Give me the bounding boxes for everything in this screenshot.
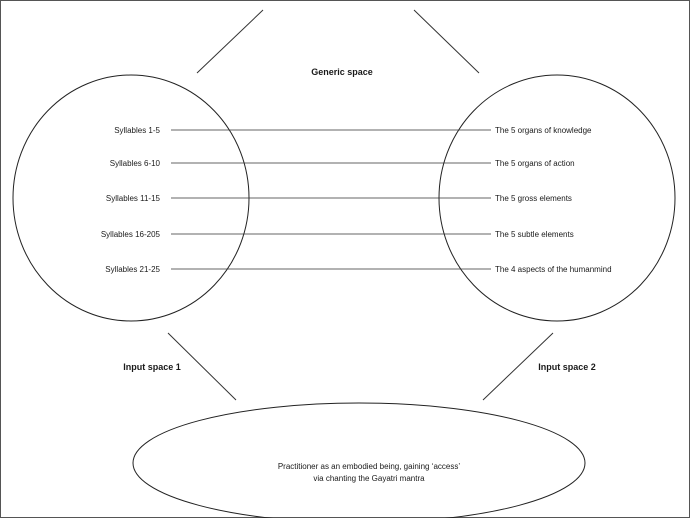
blended-space-ellipse (132, 402, 586, 518)
left-item-label: Syllables 6-10 (110, 159, 161, 168)
left-item-label: Syllables 11-15 (106, 194, 161, 203)
generic-space-label: Generic space (311, 67, 373, 77)
mapping-row: Syllables 11-15 The 5 gross elements (106, 194, 572, 203)
blend-connector-left (167, 332, 237, 401)
right-item-label: The 5 organs of action (495, 159, 575, 168)
mapping-row: Syllables 6-10 The 5 organs of action (110, 159, 575, 168)
mapping-row: Syllables 21-25 The 4 aspects of the hum… (105, 265, 611, 274)
mapping-row: Syllables 16-205 The 5 subtle elements (101, 230, 574, 239)
right-item-label: The 5 organs of knowledge (495, 126, 592, 135)
left-item-label: Syllables 21-25 (105, 265, 160, 274)
input-space-2-label: Input space 2 (538, 362, 596, 372)
right-item-label: The 5 subtle elements (495, 230, 574, 239)
mapping-row: Syllables 1-5 The 5 organs of knowledge (114, 126, 592, 135)
generic-connector-right (413, 9, 480, 74)
left-item-label: Syllables 1-5 (114, 126, 160, 135)
right-item-label: The 4 aspects of the humanmind (495, 265, 612, 274)
input-space-1-label: Input space 1 (123, 362, 181, 372)
blend-description-line-1: Practitioner as an embodied being, gaini… (278, 462, 461, 471)
generic-connector-left (196, 9, 264, 74)
left-item-label: Syllables 16-205 (101, 230, 161, 239)
blend-description-line-2: via chanting the Gayatri mantra (313, 474, 425, 483)
right-item-label: The 5 gross elements (495, 194, 572, 203)
blend-connector-right (482, 332, 554, 401)
